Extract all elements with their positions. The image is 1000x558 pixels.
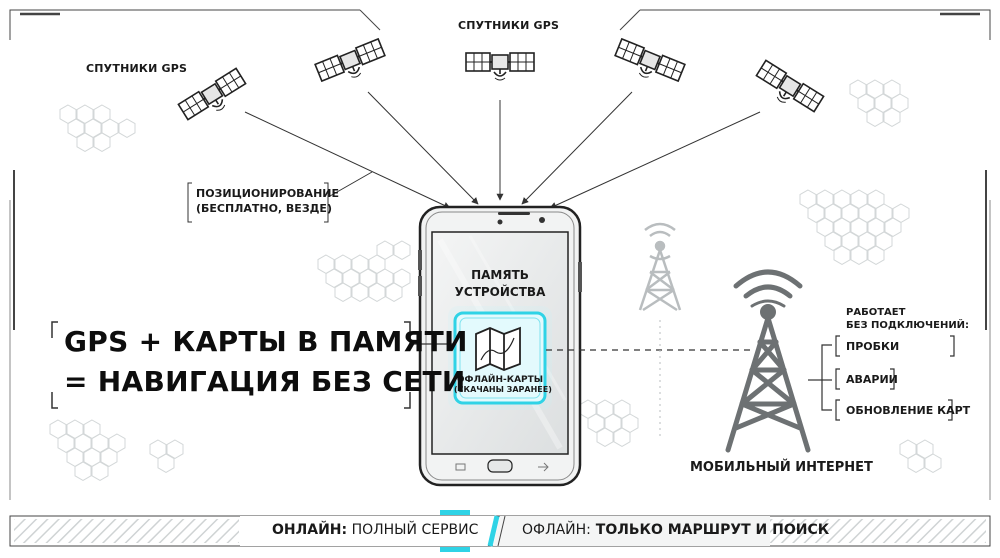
gps-satellites-label-left: СПУТНИКИ GPS xyxy=(86,62,188,75)
main-claim-line2: = НАВИГАЦИЯ БЕЗ СЕТИ xyxy=(64,365,466,398)
offline-mode-rest: ТОЛЬКО МАРШРУТ И ПОИСК xyxy=(590,522,830,538)
online-mode-rest: ПОЛНЫЙ СЕРВИС xyxy=(347,522,479,538)
feature-list-brackets xyxy=(808,335,955,421)
gps-signal-lines xyxy=(244,91,761,209)
main-claim-line1: GPS + КАРТЫ В ПАМЯТИ xyxy=(64,325,468,358)
gps-satellites-label-top: СПУТНИКИ GPS xyxy=(458,19,560,32)
feature-accidents: АВАРИИ xyxy=(846,373,898,386)
positioning-label: ПОЗИЦИОНИРОВАНИЕ (БЕСПЛАТНО, ВЕЗДЕ) xyxy=(196,186,339,216)
bottom-bar xyxy=(9,510,991,552)
satellite-icon xyxy=(610,37,686,91)
folded-map-icon xyxy=(475,326,521,372)
works-line2: БЕЗ ПОДКЛЮЧЕНИЙ: xyxy=(846,320,970,331)
cell-tower-icon xyxy=(725,269,811,453)
faint-cell-tower-icon xyxy=(638,222,682,440)
frame xyxy=(9,9,991,500)
main-claim: GPS + КАРТЫ В ПАМЯТИ = НАВИГАЦИЯ БЕЗ СЕТ… xyxy=(64,322,468,402)
online-mode-strong: ОНЛАЙН: xyxy=(272,522,348,538)
main-claim-brackets xyxy=(51,321,455,409)
satellite-icon xyxy=(314,37,390,91)
mobile-internet-label: МОБИЛЬНЫЙ ИНТЕРНЕТ xyxy=(690,460,873,475)
works-without-connection-label: РАБОТАЕТ БЕЗ ПОДКЛЮЧЕНИЙ: xyxy=(846,306,969,332)
positioning-leader xyxy=(187,171,373,223)
device-memory-label: ПАМЯТЬ УСТРОЙСТВА xyxy=(445,267,555,301)
offline-mode-label: ОФЛАЙН: ТОЛЬКО МАРШРУТ И ПОИСК xyxy=(522,522,829,539)
positioning-line1: ПОЗИЦИОНИРОВАНИЕ xyxy=(196,187,339,200)
satellite-icon xyxy=(750,59,825,121)
satellite-icon xyxy=(177,67,252,129)
offline-maps-line2: (СКАЧАНЫ ЗАРАНЕЕ) xyxy=(454,385,552,394)
offline-maps-line1: ОФЛАЙН-КАРТЫ xyxy=(456,375,544,385)
feature-traffic: ПРОБКИ xyxy=(846,340,900,353)
positioning-line2: (БЕСПЛАТНО, ВЕЗДЕ) xyxy=(196,202,332,215)
satellite-icon xyxy=(465,52,535,81)
device-memory-line2: УСТРОЙСТВА xyxy=(454,285,546,299)
works-line1: РАБОТАЕТ xyxy=(846,307,906,318)
feature-map-updates: ОБНОВЛЕНИЕ КАРТ xyxy=(846,404,971,417)
online-mode-label: ОНЛАЙН: ПОЛНЫЙ СЕРВИС xyxy=(272,522,478,539)
device-memory-line1: ПАМЯТЬ xyxy=(471,268,529,282)
offline-maps-card xyxy=(448,306,552,410)
offline-maps-label: ОФЛАЙН-КАРТЫ (СКАЧАНЫ ЗАРАНЕЕ) xyxy=(454,375,552,395)
offline-mode-strong: ОФЛАЙН: xyxy=(522,522,591,538)
